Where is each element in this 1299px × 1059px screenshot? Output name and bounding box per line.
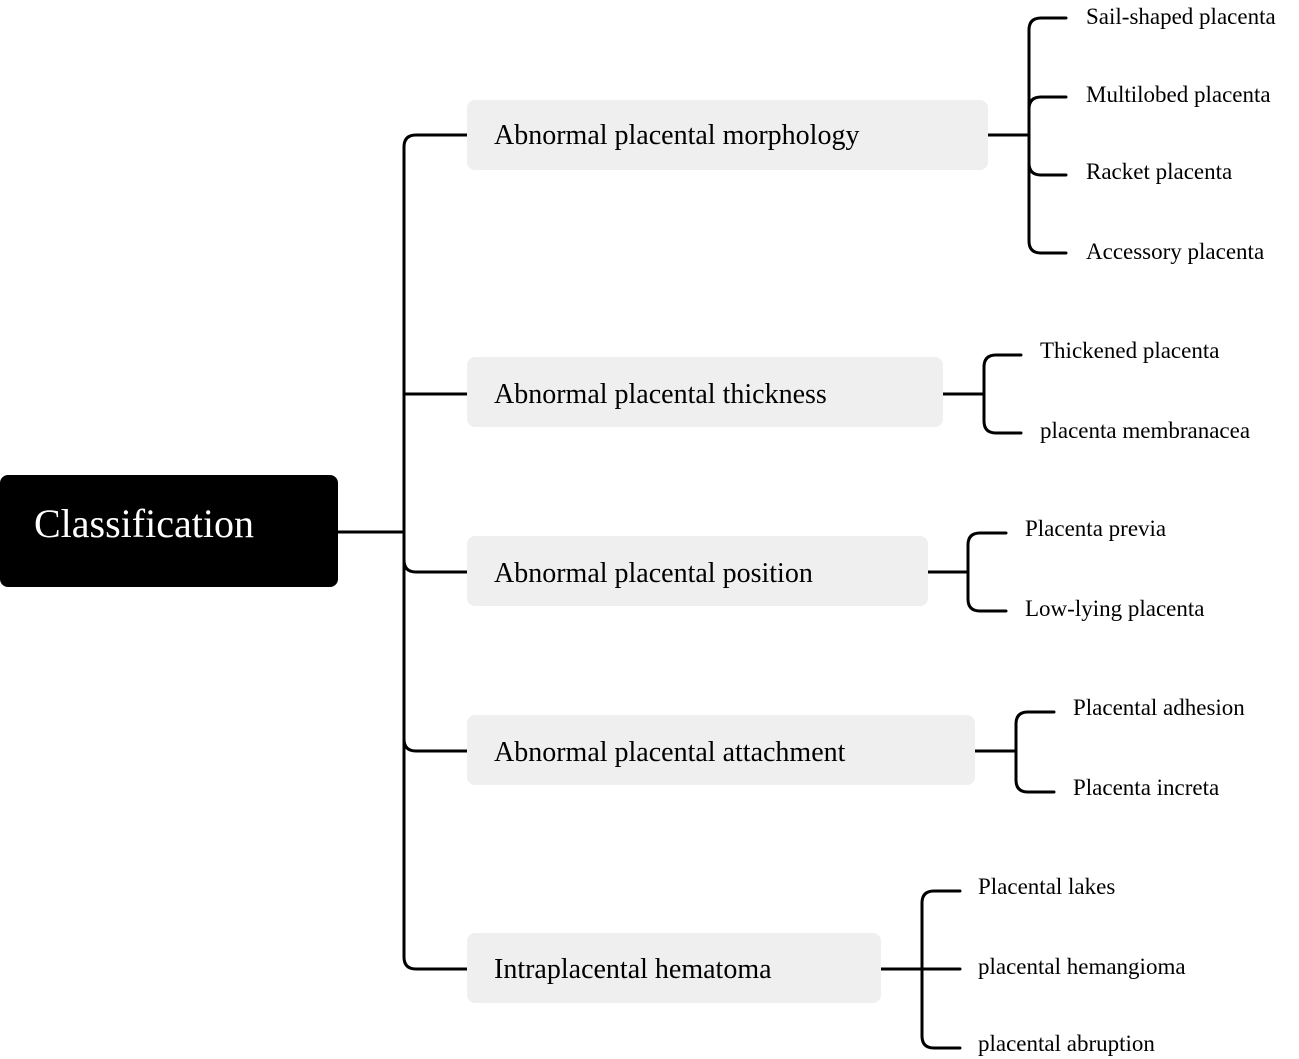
leaf-hemangioma: placental hemangioma: [978, 954, 1186, 979]
leaf-adhesion: Placental adhesion: [1073, 695, 1245, 720]
category-node-position: [467, 536, 928, 606]
category-label-attachment: Abnormal placental attachment: [494, 737, 846, 768]
category-label-hematoma: Intraplacental hematoma: [494, 954, 772, 985]
category-node-morphology: [467, 100, 988, 170]
category-node-attachment: [467, 715, 975, 785]
category-label-morphology: Abnormal placental morphology: [494, 120, 860, 151]
position-bracket: [966, 531, 1008, 613]
category-label-thickness: Abnormal placental thickness: [494, 379, 827, 410]
category-node-hematoma: [467, 933, 881, 1003]
leaf-thickened: Thickened placenta: [1040, 338, 1220, 363]
leaf-increta: Placenta increta: [1073, 775, 1220, 800]
morphology-tick-2: [1027, 95, 1068, 111]
morphology-bracket: [1027, 16, 1068, 255]
root-label: Classification: [34, 501, 254, 546]
leaf-accessory: Accessory placenta: [1086, 239, 1265, 264]
leaf-sail-shaped: Sail-shaped placenta: [1086, 4, 1276, 29]
trunk-connector: [402, 133, 469, 971]
category-label-position: Abnormal placental position: [494, 558, 813, 589]
thickness-bracket: [982, 353, 1023, 435]
leaf-membranacea: placenta membranacea: [1040, 418, 1251, 443]
root-node: [0, 475, 338, 587]
leaf-lakes: Placental lakes: [978, 874, 1116, 899]
leaf-low-lying: Low-lying placenta: [1025, 596, 1205, 621]
leaf-multilobed: Multilobed placenta: [1086, 82, 1271, 107]
branch-connector-attachment: [402, 737, 469, 753]
morphology-tick-3: [1027, 161, 1068, 177]
category-node-thickness: [467, 357, 943, 427]
leaf-racket: Racket placenta: [1086, 159, 1233, 184]
leaf-abruption: placental abruption: [978, 1031, 1155, 1056]
hematoma-bracket: [920, 889, 962, 1050]
leaf-previa: Placenta previa: [1025, 516, 1167, 541]
branch-connector-position: [402, 558, 469, 574]
attachment-bracket: [1014, 710, 1056, 794]
